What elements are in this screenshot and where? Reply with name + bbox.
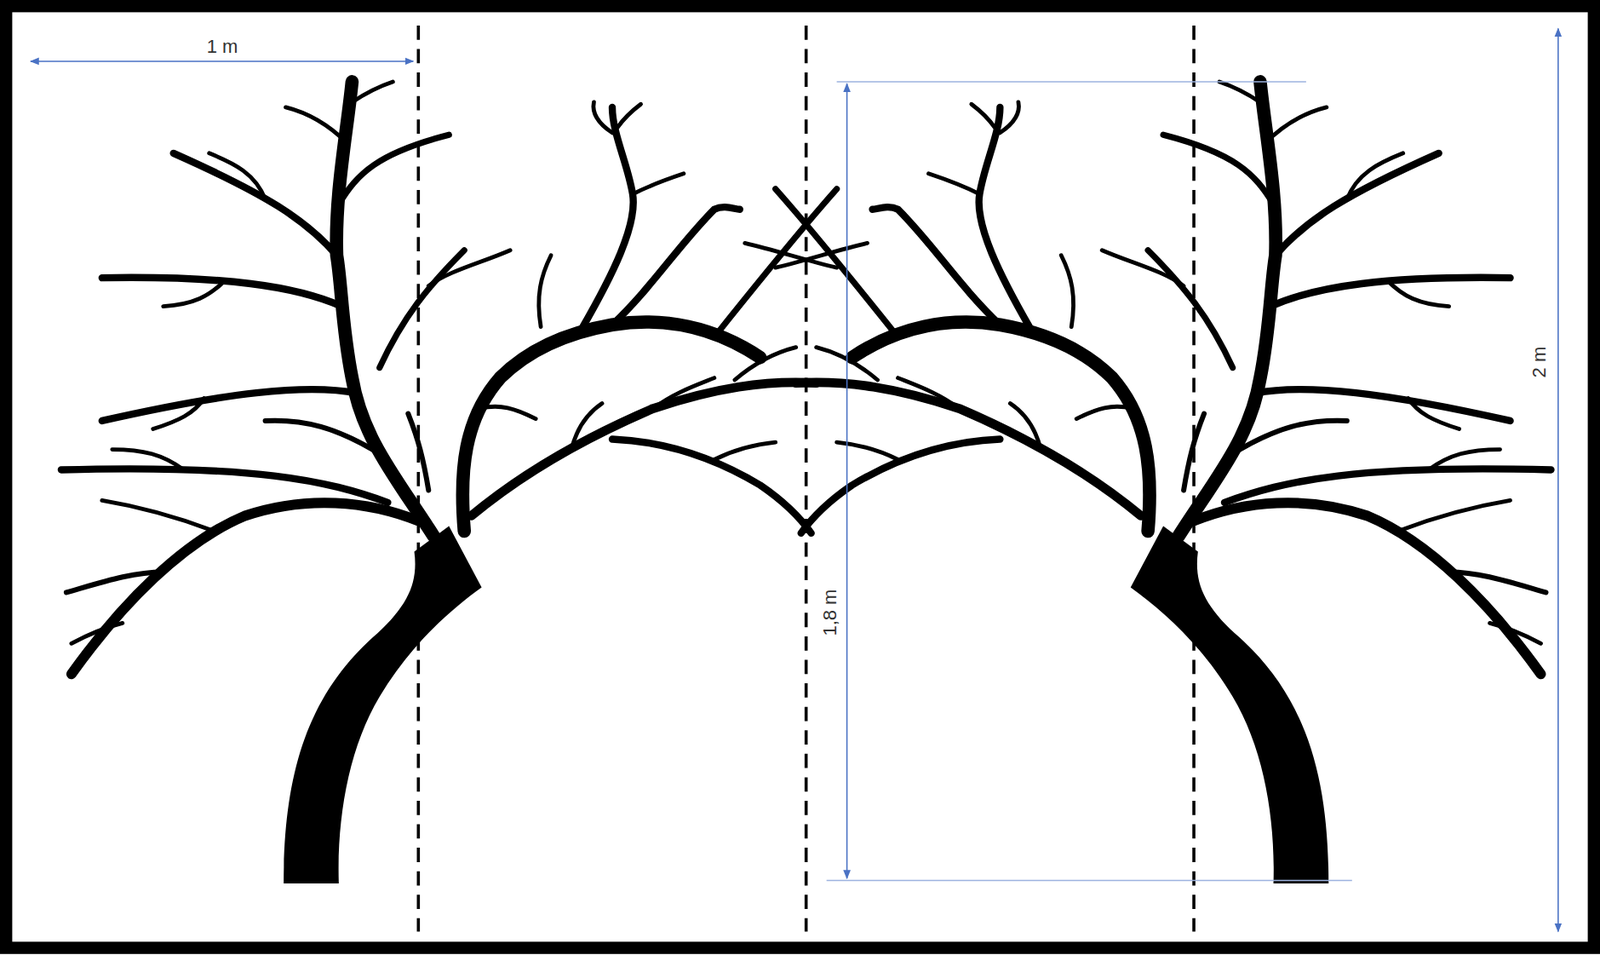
dimension-label-holder: 1,8 m <box>820 584 843 639</box>
dashed-guides <box>418 25 1194 931</box>
dimension-label: 1 m <box>203 35 242 58</box>
frame <box>5 5 1595 947</box>
right-tree <box>745 81 1552 884</box>
dimension-label-holder: 2 m <box>1528 343 1551 382</box>
left-tree <box>61 81 868 884</box>
dimension-label: 1,8 m <box>820 584 843 639</box>
dimension-lines <box>30 28 1559 932</box>
dimension-label: 2 m <box>1528 343 1551 382</box>
dimension-label-holder: 1 m <box>203 35 242 58</box>
